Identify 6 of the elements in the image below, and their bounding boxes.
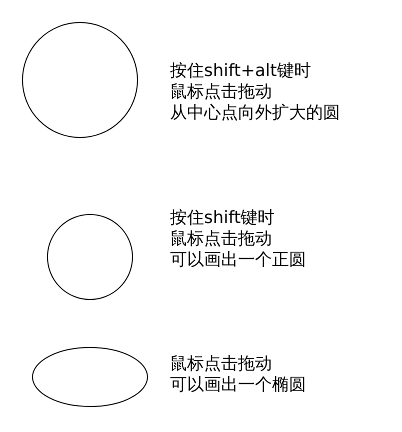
circle-shape bbox=[47, 214, 133, 300]
ellipse-shape bbox=[32, 347, 148, 407]
circle-shape bbox=[22, 22, 138, 138]
description-text: 按住shift键时鼠标点击拖动可以画出一个正圆 bbox=[170, 208, 306, 271]
description-text: 鼠标点击拖动可以画出一个椭圆 bbox=[170, 354, 306, 396]
description-text: 按住shift+alt键时鼠标点击拖动从中心点向外扩大的圆 bbox=[170, 61, 340, 124]
